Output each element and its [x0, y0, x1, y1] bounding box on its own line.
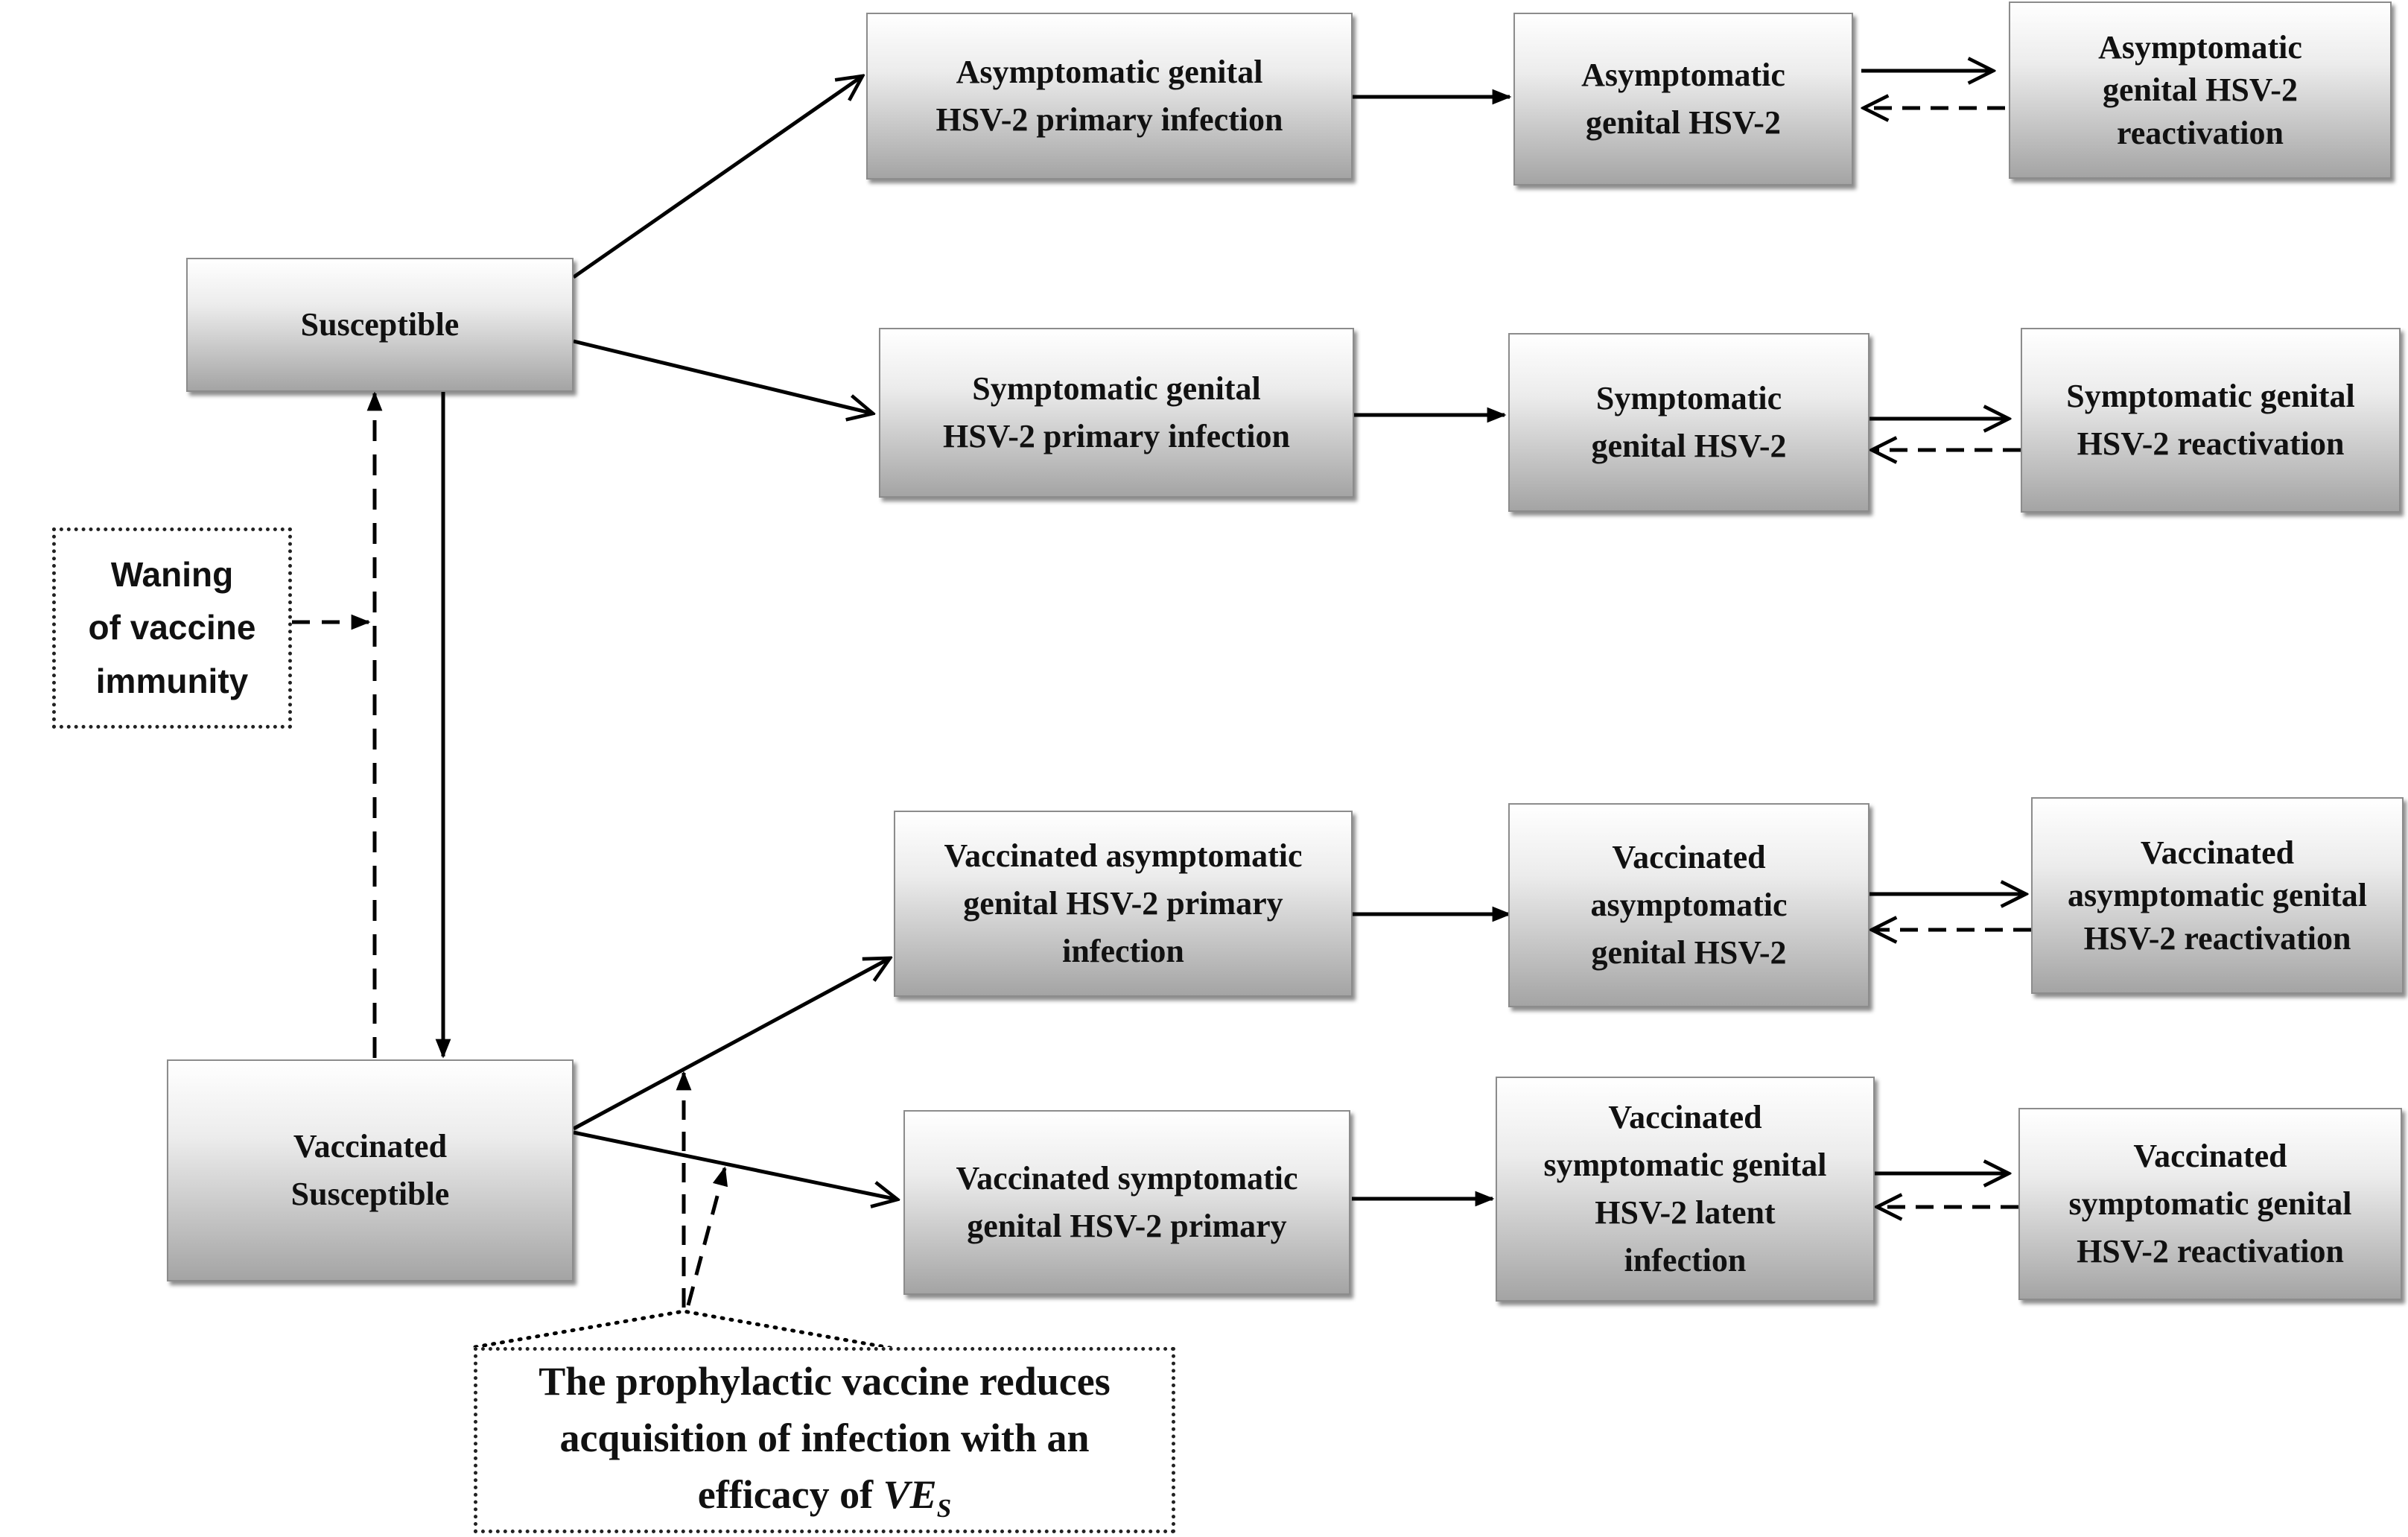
node-label-line: genital HSV-2 primary: [967, 1208, 1287, 1244]
node-label-line: HSV-2 reactivation: [2077, 1232, 2344, 1270]
edge-susceptible-to-asym-primary: [572, 76, 863, 279]
node-susceptible: Susceptible: [186, 258, 574, 392]
note-label-line: efficacy of VES: [539, 1467, 1110, 1527]
node-label-line: Vaccinated asymptomatic: [944, 837, 1303, 875]
node-vacc-asym-primary: Vaccinated asymptomatic genital HSV-2 pr…: [894, 811, 1353, 997]
node-label-line: Vaccinated symptomatic: [956, 1160, 1298, 1197]
node-vacc-sym-primary: Vaccinated symptomatic genital HSV-2 pri…: [903, 1110, 1350, 1295]
node-label-line: Asymptomatic: [1581, 57, 1785, 94]
node-vacc-sym-reactivation: Vaccinated symptomatic genital HSV-2 rea…: [2018, 1108, 2402, 1300]
node-sym-latent: Symptomatic genital HSV-2: [1508, 333, 1869, 512]
edge-susceptible-to-sym-primary: [573, 339, 873, 413]
ve-subscript: S: [936, 1493, 952, 1523]
node-label-line: Symptomatic genital: [972, 370, 1261, 408]
node-label-line: Susceptible: [290, 1176, 450, 1212]
node-label-line: Vaccinated: [1612, 839, 1766, 876]
node-vacc-asym-latent: Vaccinated asymptomatic genital HSV-2: [1508, 803, 1869, 1007]
node-label-line: asymptomatic genital: [2067, 877, 2368, 914]
node-label-line: infection: [1062, 932, 1184, 969]
node-sym-primary: Symptomatic genital HSV-2 primary infect…: [879, 328, 1354, 498]
note-efficacy-prefix: efficacy of: [697, 1471, 883, 1517]
edge-vaccinated-to-vacc-asym-primary: [572, 958, 890, 1131]
vaccine-note-pointer-outline: [473, 1309, 896, 1351]
node-label-line: Vaccinated: [2133, 1138, 2287, 1175]
node-label-line: infection: [1624, 1241, 1747, 1278]
node-label-line: Susceptible: [300, 306, 460, 343]
node-label-line: Asymptomatic genital: [956, 54, 1263, 91]
node-asym-latent: Asymptomatic genital HSV-2: [1513, 13, 1853, 186]
node-asym-reactivation: Asymptomatic genital HSV-2 reactivation: [2009, 1, 2392, 179]
node-label-line: genital HSV-2: [1586, 104, 1781, 141]
node-label-line: Vaccinated: [2140, 834, 2295, 872]
note-label-line: of vaccine: [88, 608, 256, 647]
node-label-line: HSV-2 latent: [1595, 1194, 1776, 1231]
node-label-line: Symptomatic genital: [2066, 378, 2355, 415]
edge-vaccinated-to-vacc-sym-primary: [573, 1130, 898, 1200]
node-vacc-sym-latent: Vaccinated symptomatic genital HSV-2 lat…: [1496, 1077, 1875, 1302]
node-sym-reactivation: Symptomatic genital HSV-2 reactivation: [2021, 328, 2401, 513]
node-label-line: HSV-2 reactivation: [2077, 425, 2345, 462]
node-label-line: genital HSV-2: [1591, 428, 1787, 464]
node-label-line: symptomatic genital: [1543, 1147, 1827, 1184]
note-waning-immunity: Waning of vaccine immunity: [52, 527, 292, 729]
node-label-line: Asymptomatic: [2098, 29, 2302, 66]
node-asym-primary: Asymptomatic genital HSV-2 primary infec…: [866, 13, 1353, 180]
node-label-line: HSV-2 reactivation: [2083, 919, 2351, 957]
edge-vaccine-effect-to-sym-branch: [686, 1166, 728, 1306]
node-label-line: Symptomatic: [1595, 380, 1782, 417]
note-label-line: Waning: [110, 555, 234, 595]
node-label-line: HSV-2 primary infection: [935, 101, 1283, 138]
node-label-line: genital HSV-2 primary: [963, 885, 1283, 922]
node-label-line: genital HSV-2: [1591, 934, 1787, 971]
note-label-line: acquisition of infection with an: [559, 1416, 1090, 1461]
node-label-line: Vaccinated: [1608, 1099, 1762, 1136]
node-label-line: asymptomatic: [1590, 887, 1788, 924]
ve-symbol: VES: [883, 1471, 952, 1523]
node-label-line: symptomatic genital: [2068, 1185, 2352, 1223]
node-label-line: HSV-2 primary infection: [942, 418, 1291, 454]
node-label-line: genital HSV-2: [2103, 72, 2298, 109]
node-vaccinated-susceptible: Vaccinated Susceptible: [167, 1059, 574, 1281]
note-label-line: The prophylactic vaccine reduces: [539, 1359, 1111, 1404]
note-vaccine-efficacy: The prophylactic vaccine reduces acquisi…: [474, 1347, 1175, 1533]
note-label-line: immunity: [95, 661, 249, 700]
node-label-line: Vaccinated: [293, 1128, 448, 1165]
node-label-line: reactivation: [2116, 114, 2284, 151]
node-vacc-asym-reactivation: Vaccinated asymptomatic genital HSV-2 re…: [2031, 797, 2404, 994]
